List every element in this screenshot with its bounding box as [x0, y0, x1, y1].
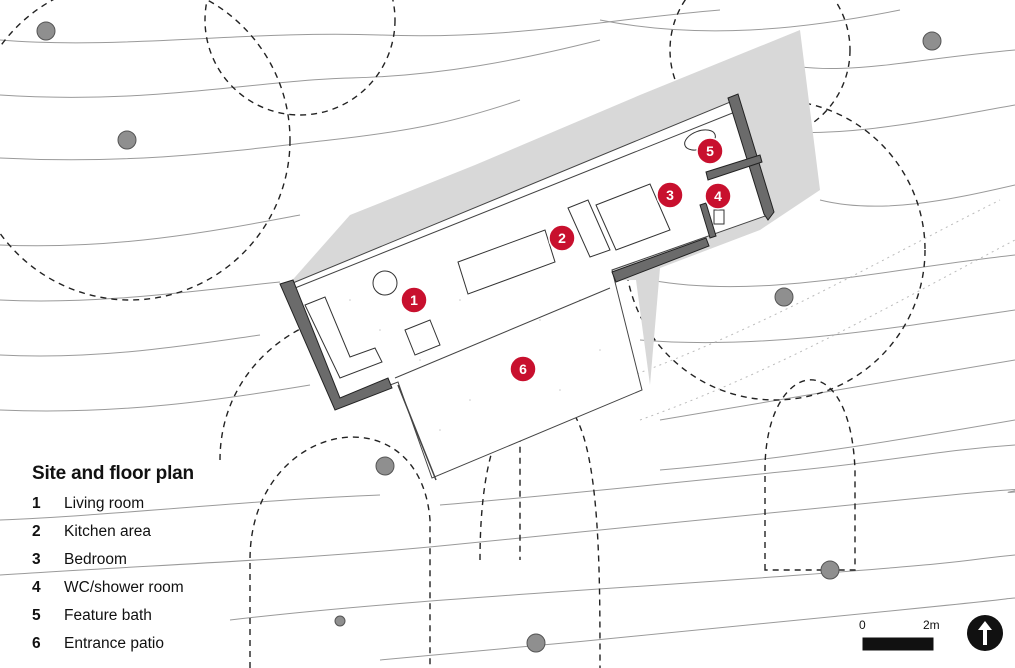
callout-2-label: 2 — [558, 230, 566, 246]
callout-5-label: 5 — [706, 143, 714, 159]
legend-item-number: 2 — [32, 523, 41, 540]
callout-4: 4 — [704, 182, 732, 210]
callout-5: 5 — [696, 137, 724, 165]
callout-2: 2 — [548, 224, 576, 252]
kitchen-island — [457, 229, 556, 295]
scale-end-label: 2m — [923, 618, 940, 632]
contour-lines — [0, 9, 1015, 661]
callout-3: 3 — [656, 181, 684, 209]
legend-item-number: 1 — [32, 495, 41, 512]
legend-item: 3 Bedroom — [32, 551, 194, 579]
walls — [279, 93, 775, 411]
legend-item: 6 Entrance patio — [32, 635, 194, 663]
scale-bar — [862, 637, 934, 651]
legend-title: Site and floor plan — [32, 463, 194, 484]
callout-3-label: 3 — [666, 187, 674, 203]
legend-item-number: 5 — [32, 607, 41, 624]
scale-start-label: 0 — [859, 618, 866, 632]
legend: Site and floor plan 1 Living room 2 Kitc… — [32, 463, 194, 663]
sofa — [304, 296, 383, 379]
legend-item-number: 6 — [32, 635, 41, 652]
glazing-line-lower — [394, 287, 611, 379]
furniture — [304, 129, 725, 379]
north-arrow-icon — [967, 615, 1003, 651]
callout-6: 6 — [509, 355, 537, 383]
callout-1-label: 1 — [410, 292, 418, 308]
kitchen-counter — [567, 199, 611, 258]
legend-item-label: Entrance patio — [64, 635, 164, 652]
armchair — [404, 319, 441, 356]
legend-item-label: WC/shower room — [64, 579, 184, 596]
toilet — [713, 209, 725, 225]
legend-item: 5 Feature bath — [32, 607, 194, 635]
legend-item: 2 Kitchen area — [32, 523, 194, 551]
side-table — [372, 270, 398, 296]
glazing-line — [289, 109, 741, 291]
callout-6-label: 6 — [519, 361, 527, 377]
tree-trunks — [36, 21, 942, 653]
patio-edge — [397, 384, 437, 481]
bed — [595, 183, 671, 251]
legend-item: 4 WC/shower room — [32, 579, 194, 607]
legend-item-number: 4 — [32, 579, 41, 596]
callout-1: 1 — [400, 286, 428, 314]
callout-4-label: 4 — [714, 188, 722, 204]
legend-item-label: Bedroom — [64, 551, 127, 568]
path — [619, 199, 1015, 421]
legend-item-label: Kitchen area — [64, 523, 152, 540]
legend-item-label: Feature bath — [64, 607, 152, 624]
callouts: 1 2 3 4 5 6 — [400, 137, 732, 383]
legend-item: 1 Living room — [32, 495, 194, 523]
legend-item-number: 3 — [32, 551, 41, 568]
legend-item-label: Living room — [64, 495, 145, 512]
